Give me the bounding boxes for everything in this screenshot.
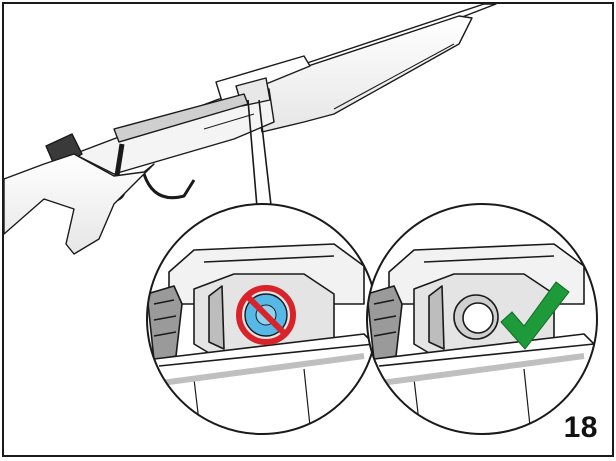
rifle-diagram [4, 4, 614, 457]
detail-incorrect [144, 204, 384, 457]
prohibition-icon [239, 288, 293, 342]
trigger-guard [144, 174, 194, 198]
step-number: 18 [564, 411, 598, 445]
